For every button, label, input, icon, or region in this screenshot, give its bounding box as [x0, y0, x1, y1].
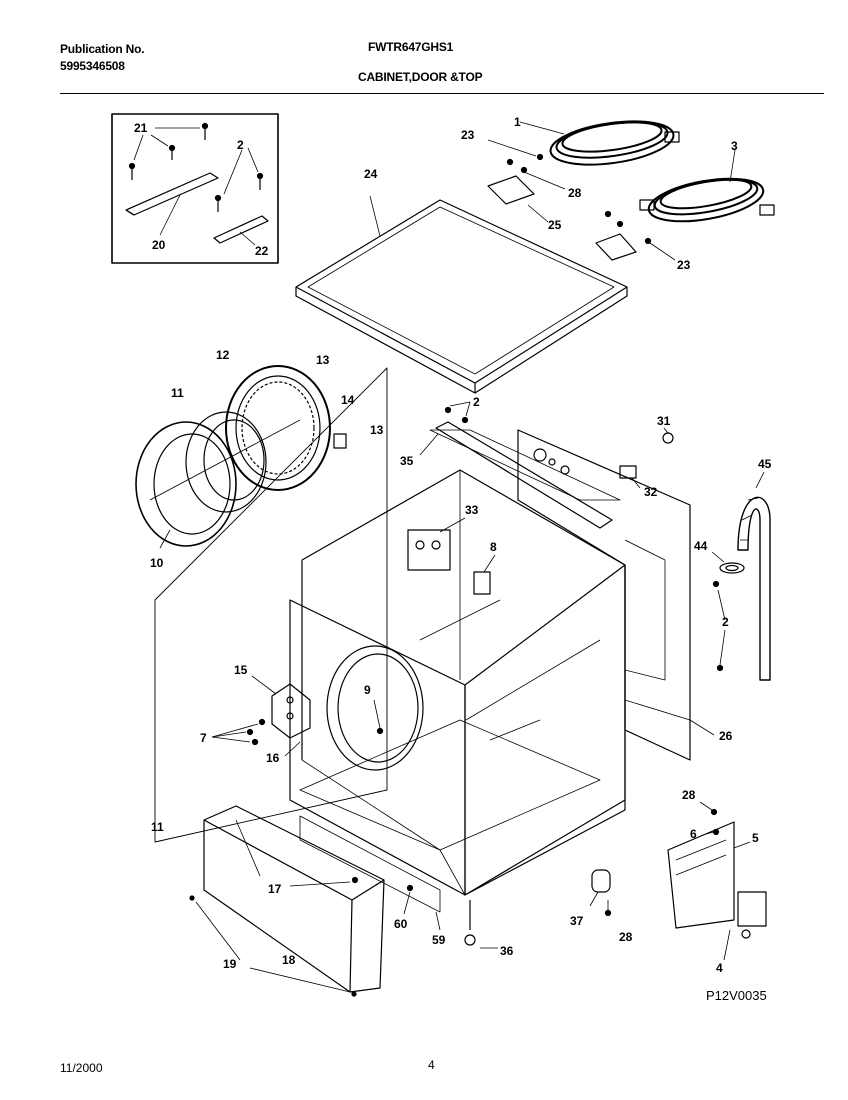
callout-26-top: 28: [568, 186, 582, 200]
callout-2-rear: 2: [722, 615, 729, 629]
callout-31: 31: [657, 414, 671, 428]
callout-14: 14: [341, 393, 355, 407]
callout-25: 25: [548, 218, 562, 232]
callout-45: 45: [758, 457, 772, 471]
callout-59: 59: [432, 933, 446, 947]
callout-32: 32: [644, 485, 658, 499]
publication-date: 11/2000: [60, 1061, 103, 1075]
publication-label: Publication No.: [60, 42, 145, 56]
callout-5: 5: [752, 831, 759, 845]
callout-labels: 21 2 20 22 1 23 3 28 24 25 23 12 13 2 11…: [134, 115, 772, 975]
callout-23-top: 23: [461, 128, 475, 142]
inset-bracket-kit: [111, 113, 279, 264]
kick-panel: [189, 805, 441, 997]
callout-22: 22: [255, 244, 269, 258]
callout-2-rail: 2: [473, 395, 480, 409]
callout-17: 17: [268, 882, 282, 896]
callout-44: 44: [694, 539, 708, 553]
callout-12: 12: [216, 348, 230, 362]
callout-9: 9: [364, 683, 371, 697]
callout-1: 1: [514, 115, 521, 129]
header-rule: [60, 93, 824, 94]
callout-26-bracket: 28: [682, 788, 696, 802]
callout-36: 36: [500, 944, 514, 958]
callout-11: 11: [171, 386, 184, 400]
page-number: 4: [428, 1058, 435, 1072]
callout-18: 18: [282, 953, 296, 967]
callout-19: 19: [223, 957, 237, 971]
drain-hose: [711, 471, 771, 681]
callout-33: 33: [465, 503, 479, 517]
inlet-hoses: [519, 120, 775, 223]
leveling-parts: [464, 869, 612, 949]
callout-13-top: 13: [316, 353, 330, 367]
callout-13-side: 13: [370, 423, 384, 437]
callout-26-bottom: 28: [619, 930, 633, 944]
cabinet: [289, 429, 626, 896]
callout-2-inset: 2: [237, 138, 244, 152]
door-assembly: [135, 365, 388, 843]
callout-11-lower: 11: [151, 820, 164, 834]
diagram-reference: P12V0035: [706, 988, 767, 1003]
callout-60: 60: [394, 917, 408, 931]
callout-28: 26: [719, 729, 733, 743]
top-panel: [295, 195, 628, 394]
callout-16: 16: [266, 751, 280, 765]
callout-35: 35: [400, 454, 414, 468]
callout-4: 4: [716, 961, 723, 975]
internal-parts: [407, 401, 674, 595]
callout-37: 37: [570, 914, 584, 928]
model-number: FWTR647GHS1: [368, 40, 454, 54]
callout-15: 15: [234, 663, 248, 677]
callout-10: 10: [150, 556, 164, 570]
callout-7: 7: [200, 731, 207, 745]
rear-panel: [517, 429, 726, 761]
callout-23-bracket: 23: [677, 258, 691, 272]
callout-8: 8: [490, 540, 497, 554]
callout-3: 3: [731, 139, 738, 153]
control-bracket: [667, 801, 767, 961]
callout-20: 20: [152, 238, 166, 252]
publication-number: 5995346508: [60, 59, 125, 73]
door-hinge: [211, 675, 384, 757]
callout-21: 21: [134, 121, 148, 135]
callout-6: 6: [690, 827, 697, 841]
top-brackets: [487, 139, 676, 261]
callout-24: 24: [364, 167, 378, 181]
section-title: CABINET,DOOR &TOP: [358, 70, 483, 84]
